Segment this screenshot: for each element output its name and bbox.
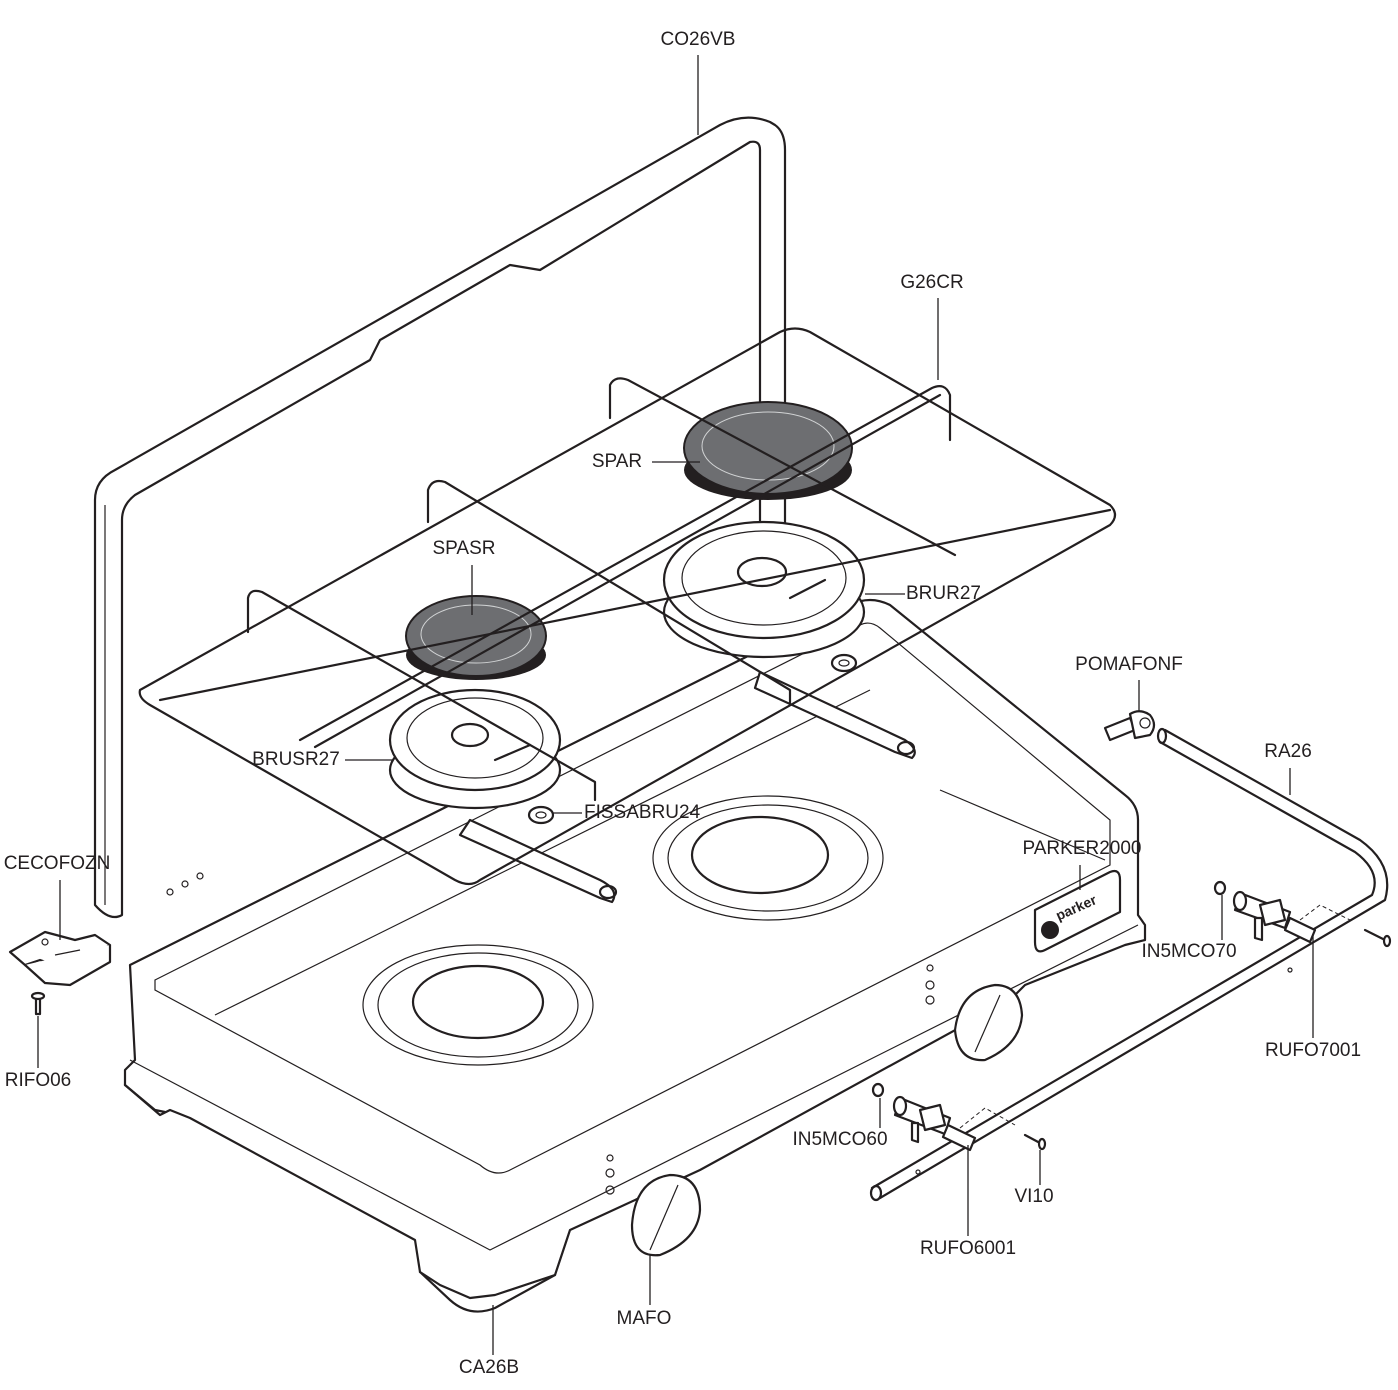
burner-hole-front <box>362 944 594 1066</box>
label-ca26b: CA26B <box>459 1357 519 1378</box>
label-in5mco60: IN5MCO60 <box>792 1129 887 1150</box>
label-brur27: BRUR27 <box>906 583 981 604</box>
injector-in5mco60 <box>871 1082 885 1098</box>
label-spasr: SPASR <box>432 538 495 559</box>
knob-front <box>630 1173 702 1257</box>
part-labels: CO26VB G26CR SPAR SPASR BRUR27 POMAFONF … <box>4 29 1361 1378</box>
label-pomafonf: POMAFONF <box>1075 654 1183 675</box>
label-in5mco70: IN5MCO70 <box>1141 941 1236 962</box>
label-co26vb: CO26VB <box>661 29 736 50</box>
pan-support-grid <box>138 327 1117 886</box>
burner-body-front <box>388 688 562 810</box>
label-rufo7001: RUFO7001 <box>1265 1040 1361 1061</box>
valve-rufo7001 <box>1232 890 1351 944</box>
knob-rear <box>953 983 1024 1062</box>
label-parker2000: PARKER2000 <box>1023 838 1142 859</box>
label-brusr27: BRUSR27 <box>252 749 340 770</box>
burner-tube-front <box>458 818 618 904</box>
stove-base <box>123 598 1147 1313</box>
bracket-cecofozn <box>8 930 112 987</box>
gas-ramp-ra26 <box>869 727 1389 1202</box>
screw-rear <box>1363 928 1392 948</box>
burner-fixing-rear <box>830 653 858 673</box>
elbow-pomafonf <box>1103 710 1156 742</box>
leader-lines <box>37 55 1314 1355</box>
injector-in5mco70 <box>1213 880 1227 896</box>
burner-hole-rear <box>652 795 884 921</box>
label-rifo06: RIFO06 <box>5 1070 72 1091</box>
label-vi10: VI10 <box>1014 1186 1053 1207</box>
burner-body-rear <box>662 520 866 659</box>
screw-rifo06 <box>30 991 46 1016</box>
label-ra26: RA26 <box>1264 741 1312 762</box>
valve-rufo6001 <box>892 1095 1016 1152</box>
parker-brand-plate: parker <box>1033 869 1122 953</box>
burner-fixing-front <box>527 805 555 825</box>
label-mafo: MAFO <box>617 1308 672 1329</box>
lid-cover <box>93 116 787 919</box>
screw-vi10 <box>1023 1133 1047 1151</box>
label-g26cr: G26CR <box>900 272 963 293</box>
label-spar: SPAR <box>592 451 642 472</box>
burner-cap-spasr <box>405 595 547 680</box>
label-fissabru24: FISSABRU24 <box>584 802 701 823</box>
burner-tube-rear <box>753 670 916 760</box>
label-rufo6001: RUFO6001 <box>920 1238 1016 1259</box>
label-cecofozn: CECOFOZN <box>4 853 111 874</box>
